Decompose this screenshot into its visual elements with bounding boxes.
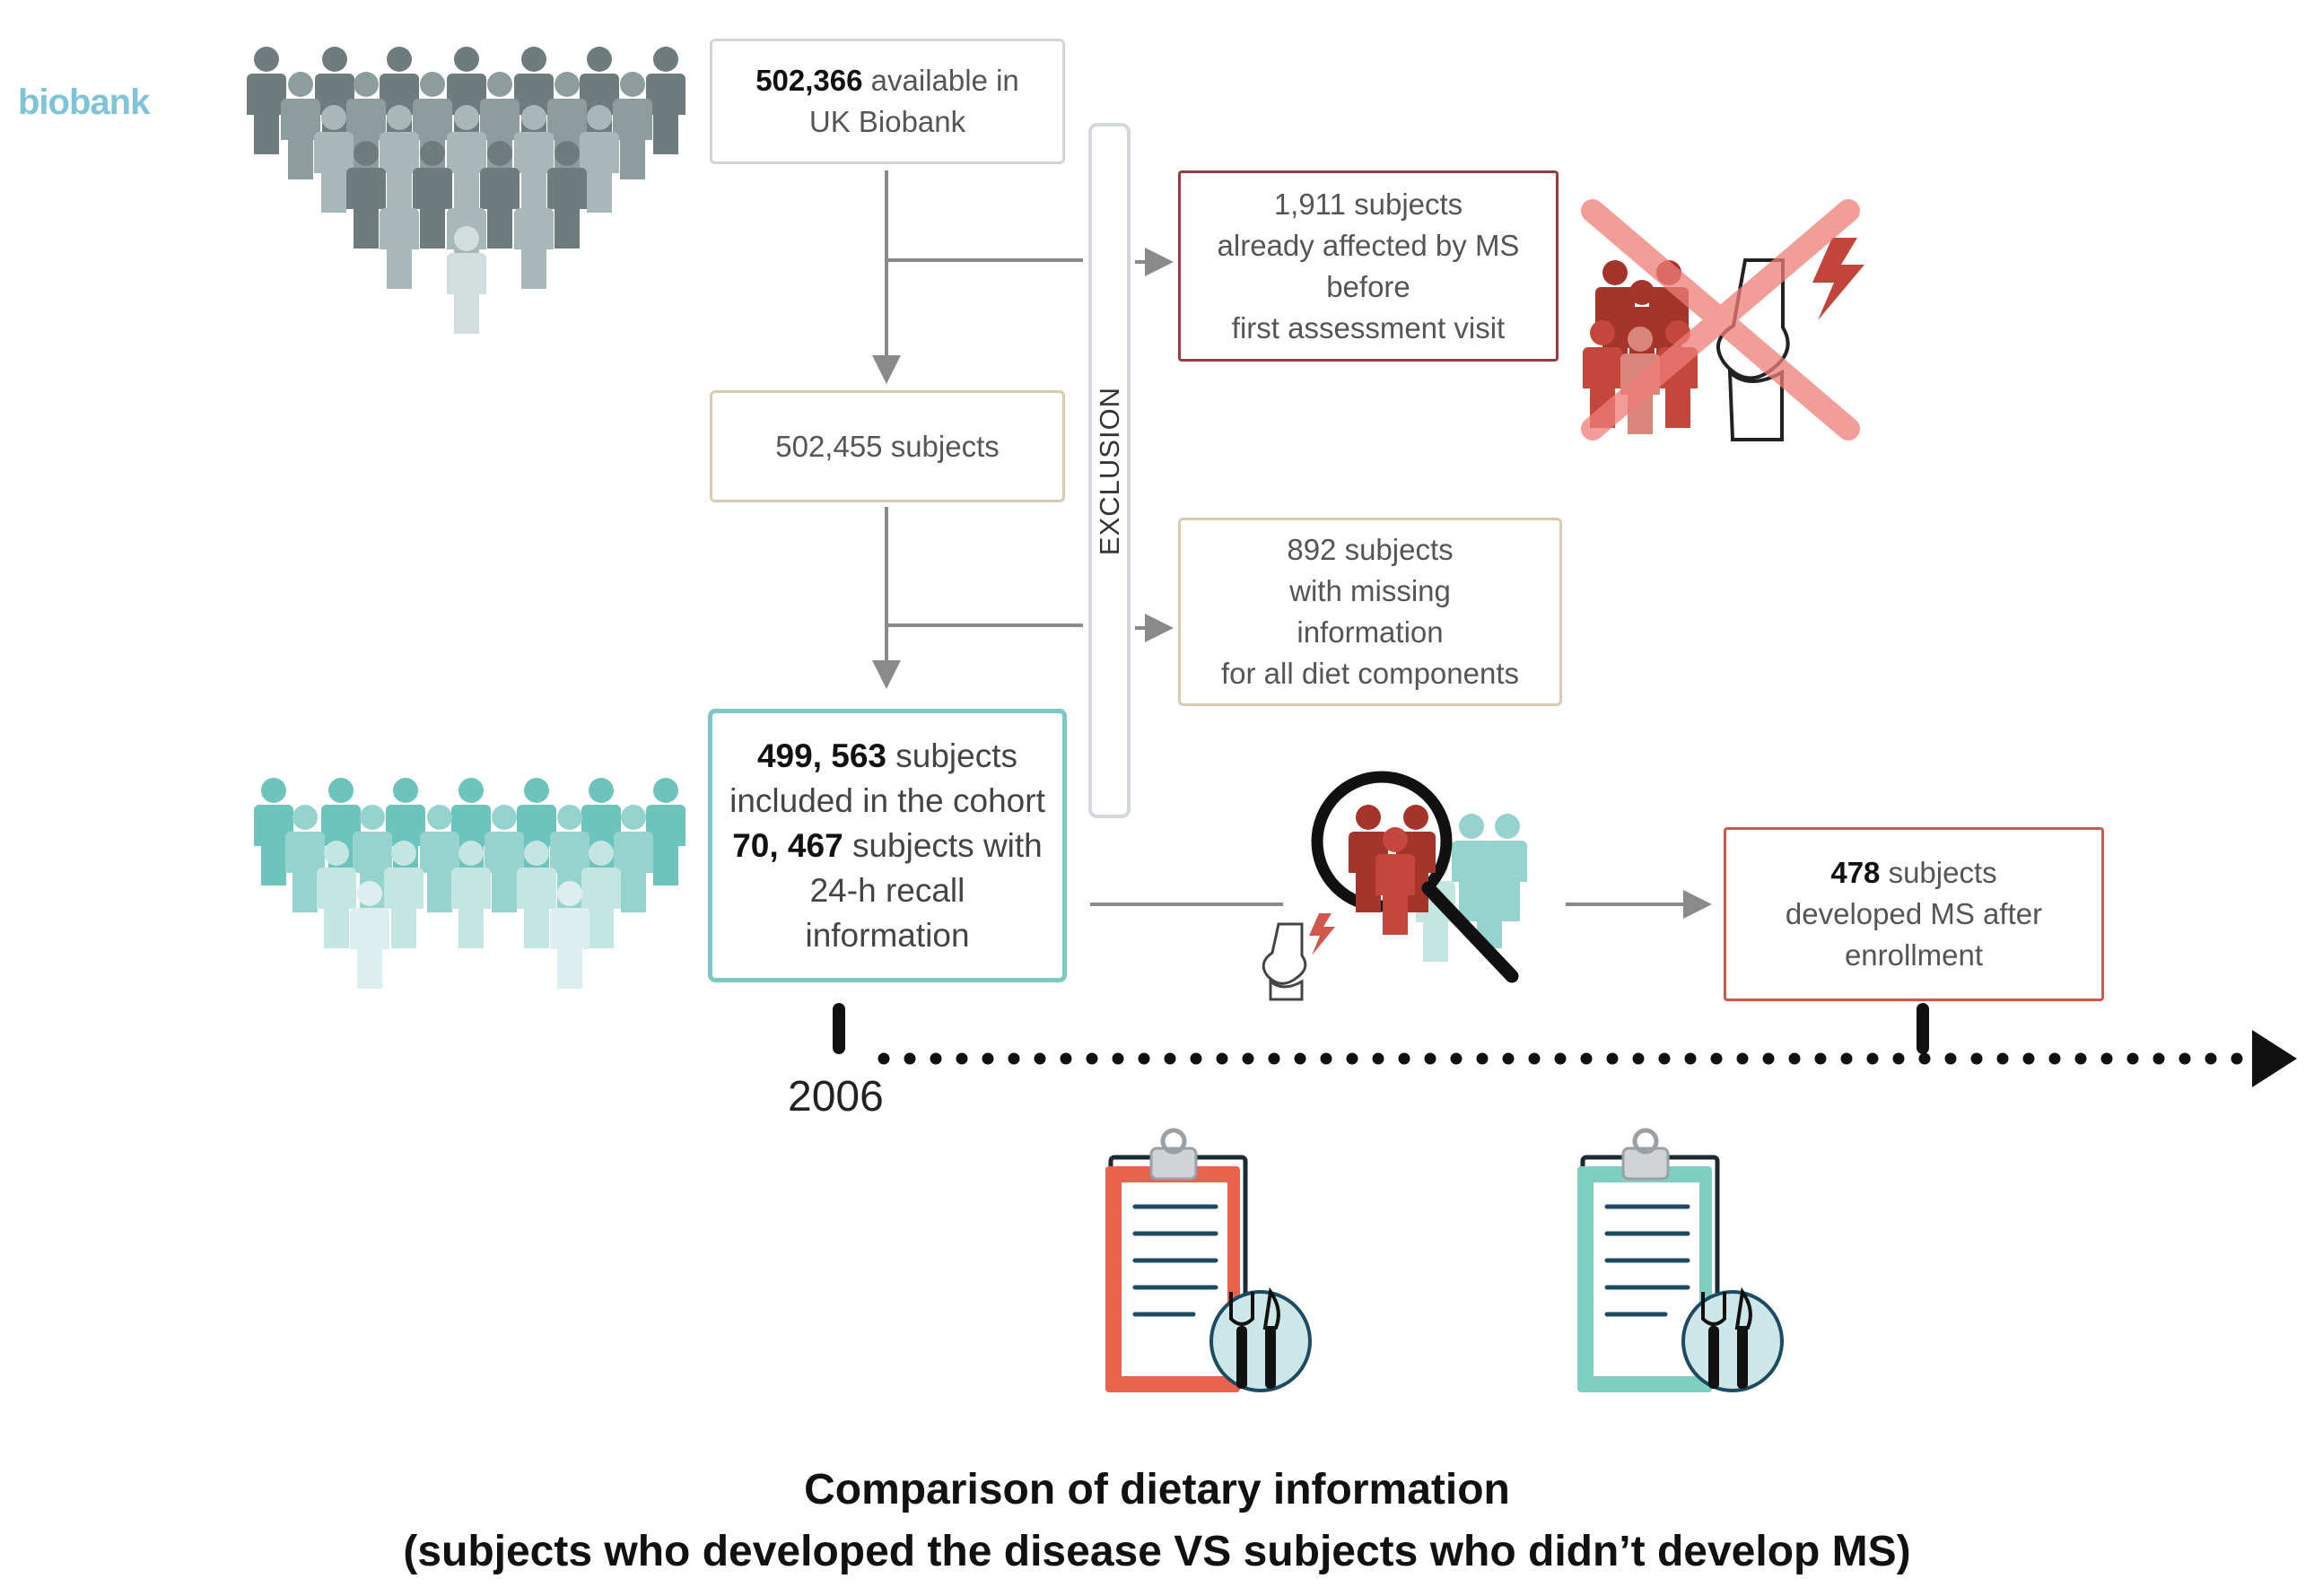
flow-connectors <box>872 170 1712 919</box>
exclusion-label: EXCLUSION <box>1093 386 1125 555</box>
clipboard-diet-icon <box>1577 1128 1784 1392</box>
box-available: 502,366 available in UK Biobank <box>710 39 1065 164</box>
cohort-included-text: included in the cohort <box>729 781 1045 819</box>
developed-enrollment: enrollment <box>1844 938 1984 972</box>
excluded-missing-line: 892 subjects <box>1287 533 1454 566</box>
available-label: available in <box>862 64 1019 97</box>
biobank-logo: biobank <box>18 83 150 122</box>
excluded-ms-line: already affected by MS <box>1217 228 1520 262</box>
box-cohort: 499, 563 subjects included in the cohort… <box>708 709 1067 982</box>
cohort-count: 499, 563 <box>756 737 886 774</box>
fork-knife-icon <box>1681 1286 1784 1392</box>
developed-count-label: subjects <box>1880 856 1997 889</box>
fork-knife-icon <box>1209 1286 1312 1392</box>
exclusion-bar: EXCLUSION <box>1088 123 1131 818</box>
box-excluded-ms: 1,911 subjects already affected by MS be… <box>1178 170 1559 362</box>
lightning-icon <box>1812 238 1864 320</box>
excluded-ms-line: before <box>1326 269 1410 303</box>
box-excluded-missing: 892 subjects with missing information fo… <box>1178 518 1562 706</box>
knee-joint-icon <box>1716 258 1790 441</box>
box-subjects-remaining: 502,455 subjects <box>710 390 1065 502</box>
subjects-remaining-text: 502,455 subjects <box>775 429 1000 463</box>
cross-out-icon <box>1581 199 1860 440</box>
excluded-missing-line: for all diet components <box>1220 657 1519 690</box>
lightning-icon <box>1309 913 1335 955</box>
developed-count: 478 <box>1830 856 1881 889</box>
caption-subtitle: (subjects who developed the disease VS s… <box>403 1528 1911 1575</box>
excluded-missing-line: with missing <box>1289 574 1451 607</box>
magnifier-icon <box>1311 771 1519 983</box>
timeline-year: 2006 <box>788 1073 884 1121</box>
clipboard-diet-icon <box>1105 1128 1312 1392</box>
recall-count-label: subjects with <box>843 826 1043 864</box>
cohort-count-label: subjects <box>886 737 1018 774</box>
excluded-missing-line: information <box>1297 615 1444 649</box>
recall-text: 24-h recall <box>809 871 965 909</box>
excluded-ms-line: first assessment visit <box>1231 310 1506 344</box>
crowd-grey-icon <box>247 47 685 334</box>
timeline <box>833 1003 2297 1087</box>
caption-title: Comparison of dietary information <box>804 1466 1510 1513</box>
available-source: UK Biobank <box>808 105 966 138</box>
recall-count: 70, 467 <box>732 826 843 864</box>
box-developed-ms: 478 subjects developed MS after enrollme… <box>1724 827 2104 1001</box>
excluded-ms-line: 1,911 subjects <box>1273 187 1463 221</box>
crowd-teal-icon <box>254 778 685 989</box>
knee-joint-icon <box>1262 922 1307 1001</box>
available-count: 502,366 <box>755 64 863 97</box>
developed-text: developed MS after <box>1785 897 2043 930</box>
recall-info-text: information <box>805 916 970 954</box>
